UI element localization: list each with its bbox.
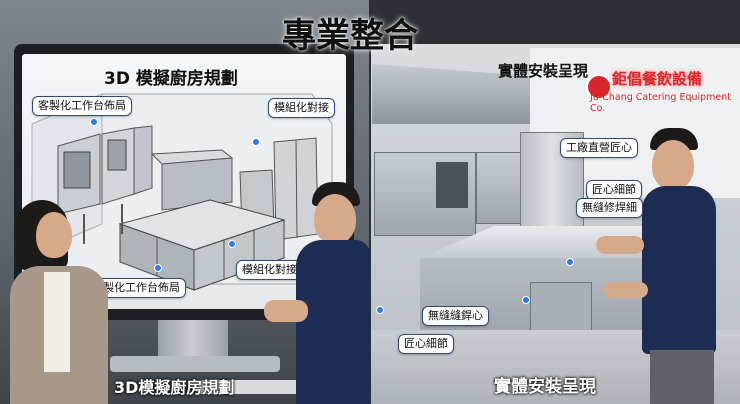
right-top-caption: 實體安裝呈現 <box>498 62 589 80</box>
man-trousers <box>650 350 714 404</box>
callout-seamless-seam: 無縫縫銲心 <box>422 306 489 326</box>
callout-marker-dot <box>376 306 384 314</box>
monitor-base <box>110 356 280 372</box>
callout-craft-detail-top: 匠心細節 <box>586 180 642 200</box>
exhaust-hood <box>372 64 530 124</box>
callout-marker-dot <box>566 258 574 266</box>
callout-marker-dot <box>154 264 162 272</box>
man-polo-shirt <box>296 240 370 404</box>
callout-seamless-weld: 無縫修焊細 <box>576 198 643 218</box>
brand-logo-icon <box>586 74 612 100</box>
man-hand <box>264 300 308 322</box>
monitor-stand <box>158 320 228 360</box>
right-bottom-caption: 實體安裝呈現 <box>494 377 596 397</box>
man-head <box>652 140 694 190</box>
callout-modular-docking-top: 模組化對接 <box>268 98 335 118</box>
man-polo-shirt <box>642 186 716 354</box>
screen-title: 3D 模擬廚房規劃 <box>104 69 238 89</box>
man-hand <box>596 236 644 254</box>
panel-divider <box>369 0 371 404</box>
man-hand <box>604 282 648 298</box>
callout-modular-docking-bottom: 模組化對接 <box>236 260 303 280</box>
callout-marker-dot <box>228 240 236 248</box>
combi-oven <box>476 152 522 224</box>
callout-custom-workstation-top: 客製化工作台佈局 <box>32 96 132 116</box>
callout-custom-workstation-bottom: 客製化工作台佈局 <box>86 278 186 298</box>
callout-factory-direct: 工廠直營匠心 <box>560 138 638 158</box>
callout-marker-dot <box>90 118 98 126</box>
brand-subtitle: Ju-Chang Catering Equipment Co. <box>590 92 732 114</box>
ceiling <box>370 0 740 44</box>
woman-head <box>36 212 72 258</box>
callout-marker-dot <box>252 138 260 146</box>
callout-craft-detail-bottom: 匠心細節 <box>398 334 454 354</box>
callout-marker-dot <box>522 296 530 304</box>
brand-name: 鉅倡餐飲設備 <box>612 70 703 88</box>
woman-blouse <box>44 272 70 372</box>
page-title: 專業整合 <box>282 16 418 56</box>
oven-window <box>436 162 468 208</box>
left-bottom-caption: 3D模擬廚房規劃 <box>114 378 235 397</box>
man-head <box>314 194 356 244</box>
